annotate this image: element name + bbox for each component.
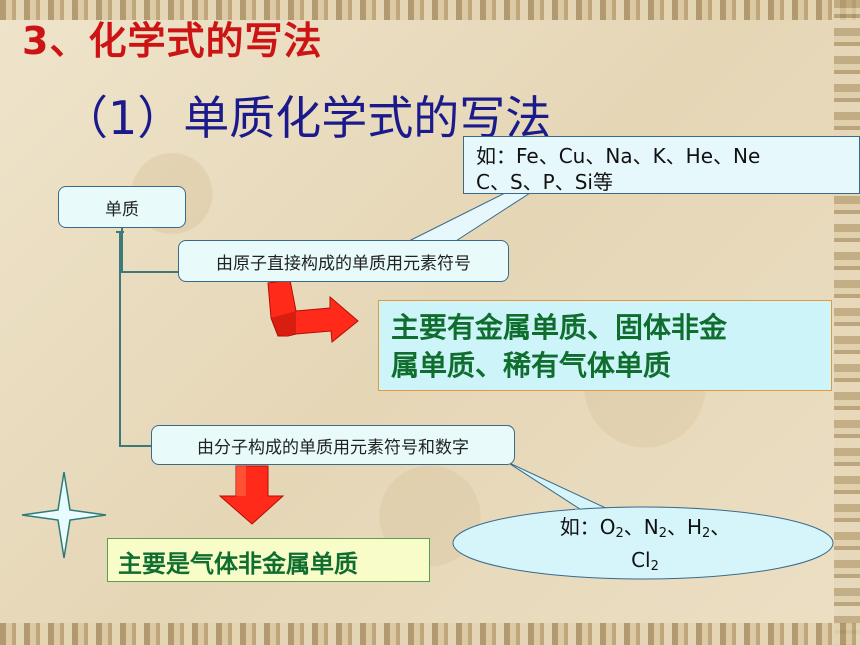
bent-arrow-red-icon <box>267 279 359 343</box>
branch-atom-node: 由原子直接构成的单质用元素符号 <box>178 240 509 282</box>
atom-types-line2: 属单质、稀有气体单质 <box>391 349 672 382</box>
connector-root-to-atom <box>121 228 178 273</box>
connector-root-to-molecule <box>119 232 151 447</box>
atom-types-box: 主要有金属单质、固体非金 属单质、稀有气体单质 <box>378 300 832 391</box>
callout-atom-examples: 如：Fe、Cu、Na、K、He、Ne C、S、P、Si等 <box>463 136 860 194</box>
molecule-types-box: 主要是气体非金属单质 <box>107 538 430 582</box>
atom-examples-line2: C、S、P、Si等 <box>476 170 613 194</box>
down-arrow-red-icon <box>218 465 285 525</box>
formula-n2: N2 <box>643 515 667 541</box>
root-node-elemental-substance: 单质 <box>58 186 186 228</box>
formula-cl2: Cl2 <box>631 548 659 574</box>
decorative-border-top <box>0 0 860 20</box>
formula-h2: H2 <box>686 515 711 541</box>
star-sparkle-icon <box>21 471 107 559</box>
root-node-label: 单质 <box>105 199 139 220</box>
slide-title: 3、化学式的写法 <box>22 19 323 63</box>
molecule-examples-text: 如：O2、N2、H2、Cl2 <box>559 515 731 574</box>
atom-examples-line1: 如：Fe、Cu、Na、K、He、Ne <box>476 144 761 168</box>
atom-types-line1: 主要有金属单质、固体非金 <box>391 311 728 344</box>
molecule-types-label: 主要是气体非金属单质 <box>118 550 358 578</box>
decorative-border-right <box>834 0 860 645</box>
atom-branch-label: 由原子直接构成的单质用元素符号 <box>216 253 471 274</box>
decorative-border-bottom <box>0 623 860 645</box>
callout-ellipse <box>452 506 834 580</box>
molecule-branch-label: 由分子构成的单质用元素符号和数字 <box>197 437 469 458</box>
formula-o2: O2 <box>599 515 624 541</box>
branch-molecule-node: 由分子构成的单质用元素符号和数字 <box>151 425 515 465</box>
molecule-examples-prefix: 如： <box>559 515 600 539</box>
